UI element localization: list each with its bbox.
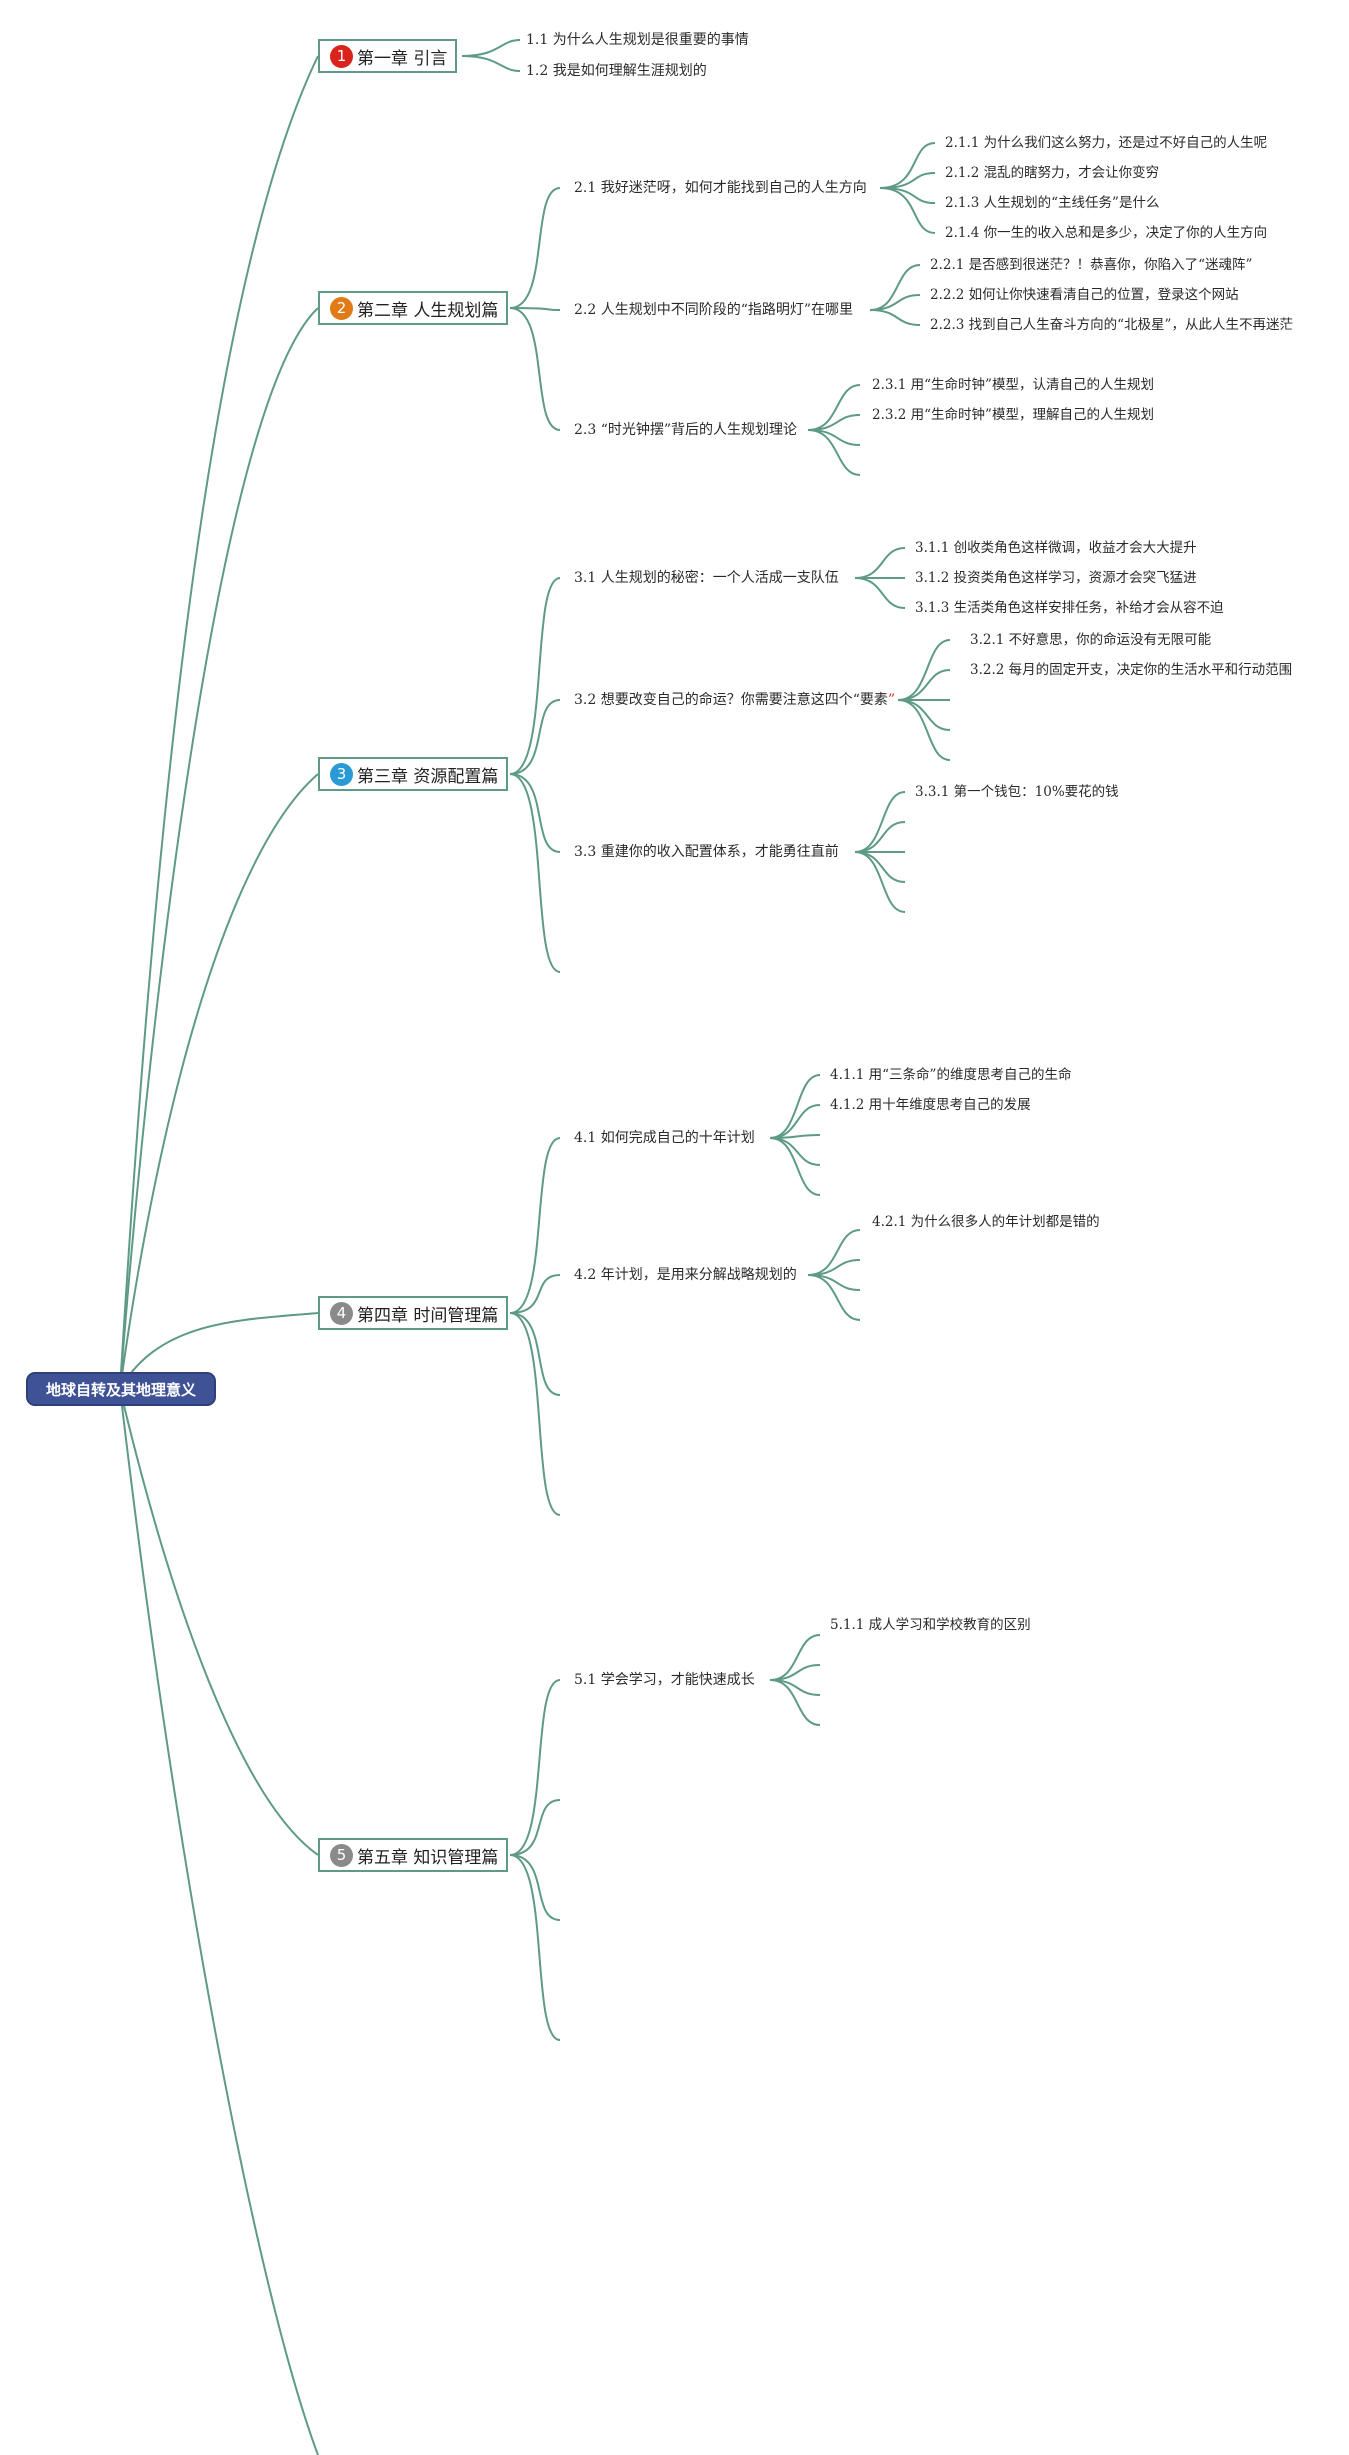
topic-5-1-1[interactable]: 5.1.1 成人学习和学校教育的区别 <box>830 1617 1031 1633</box>
edge-ch3-s2 <box>509 699 561 775</box>
edge-ch3-s3 <box>509 773 561 853</box>
chapter-node-1[interactable]: 1 第一章 引言 <box>318 39 458 73</box>
edge-ch4-s4 <box>509 1312 561 1516</box>
topic-3-3-1[interactable]: 3.3.1 第一个钱包：10%要花的钱 <box>915 784 1119 800</box>
topic-3-1-2[interactable]: 3.1.2 投资类角色这样学习，资源才会突飞猛进 <box>915 570 1197 586</box>
chapter-node-2[interactable]: 2 第二章 人生规划篇 <box>318 291 509 325</box>
chapter-node-5[interactable]: 5 第五章 知识管理篇 <box>318 1838 509 1872</box>
chapter-number-2: 2 <box>330 296 353 320</box>
edge-ch4-s1 <box>509 1137 561 1314</box>
topic-4-2[interactable]: 4.2 年计划，是用来分解战略规划的 <box>574 1267 797 1283</box>
chapter-number-5: 5 <box>330 1843 353 1867</box>
chapter-title-3: 第三章 资源配置篇 <box>357 766 499 787</box>
edge-ch2-s3 <box>509 307 561 431</box>
edge-ch5-s2 <box>509 1799 561 1856</box>
topic-2-3-2[interactable]: 2.3.2 用“生命时钟”模型，理解自己的人生规划 <box>872 407 1154 423</box>
topic-2-3-1[interactable]: 2.3.1 用“生命时钟”模型，认清自己的人生规划 <box>872 377 1154 393</box>
topic-3-1-1[interactable]: 3.1.1 创收类角色这样微调，收益才会大大提升 <box>915 540 1197 556</box>
edge-ch4-s3 <box>509 1312 561 1396</box>
topic-3-3[interactable]: 3.3 重建你的收入配置体系，才能勇往直前 <box>574 844 839 860</box>
topic-1-1[interactable]: 1.1 为什么人生规划是很重要的事情 <box>526 32 749 48</box>
chapter-number-4: 4 <box>330 1301 353 1325</box>
chapter-number-3: 3 <box>330 762 353 786</box>
edge-ch5-s3 <box>509 1854 561 1921</box>
topic-2-2-3[interactable]: 2.2.3 找到自己人生奋斗方向的“北极星”，从此人生不再迷茫 <box>930 317 1293 333</box>
root-node[interactable]: 地球自转及其地理意义 <box>26 1372 216 1406</box>
edge-ch5-s1 <box>509 1679 561 1856</box>
topic-5-1[interactable]: 5.1 学会学习，才能快速成长 <box>574 1672 755 1688</box>
edge-ch5-s4 <box>509 1854 561 2041</box>
topic-2-2[interactable]: 2.2 人生规划中不同阶段的“指路明灯”在哪里 <box>574 302 854 318</box>
topic-3-2-text: 3.2 想要改变自己的命运？你需要注意这四个“要素 <box>574 692 888 708</box>
edge-root-ch4 <box>119 1312 319 1390</box>
edge-root-ch5 <box>119 1388 319 1856</box>
topic-4-2-1[interactable]: 4.2.1 为什么很多人的年计划都是错的 <box>872 1214 1100 1230</box>
topic-3-2-2[interactable]: 3.2.2 每月的固定开支，决定你的生活水平和行动范围 <box>970 662 1293 678</box>
edge-ch1-s1 <box>461 39 521 57</box>
edge-ch3-s1 <box>509 577 561 775</box>
topic-2-1-3[interactable]: 2.1.3 人生规划的“主线任务”是什么 <box>945 195 1160 211</box>
edge-root-tail <box>119 1388 319 2455</box>
chapter-title-1: 第一章 引言 <box>357 48 448 69</box>
topic-2-1-1[interactable]: 2.1.1 为什么我们这么努力，还是过不好自己的人生呢 <box>945 135 1268 151</box>
topic-4-1-1[interactable]: 4.1.1 用“三条命”的维度思考自己的生命 <box>830 1067 1072 1083</box>
chapter-title-5: 第五章 知识管理篇 <box>357 1847 499 1868</box>
root-title: 地球自转及其地理意义 <box>45 1380 196 1399</box>
edge-ch3-s4 <box>509 773 561 973</box>
topic-1-2[interactable]: 1.2 我是如何理解生涯规划的 <box>526 63 707 79</box>
topic-2-2-1[interactable]: 2.2.1 是否感到很迷茫？！恭喜你，你陷入了“迷魂阵” <box>930 257 1253 273</box>
topic-2-1-4[interactable]: 2.1.4 你一生的收入总和是多少，决定了你的人生方向 <box>945 225 1268 241</box>
topic-3-1[interactable]: 3.1 人生规划的秘密：一个人活成一支队伍 <box>574 570 839 586</box>
topic-3-2-quote: ” <box>887 692 896 708</box>
topic-4-1[interactable]: 4.1 如何完成自己的十年计划 <box>574 1130 755 1146</box>
chapter-number-1: 1 <box>330 44 353 68</box>
edge-root-ch1 <box>119 55 319 1390</box>
topic-2-1[interactable]: 2.1 我好迷茫呀，如何才能找到自己的人生方向 <box>574 180 867 196</box>
chapter-node-3[interactable]: 3 第三章 资源配置篇 <box>318 757 509 791</box>
topic-2-1-2[interactable]: 2.1.2 混乱的瞎努力，才会让你变穷 <box>945 165 1160 181</box>
edge-ch2-s1 <box>509 187 561 309</box>
edge-root-ch3 <box>119 773 319 1390</box>
topic-2-3[interactable]: 2.3 “时光钟摆”背后的人生规划理论 <box>574 422 798 438</box>
topic-3-2-1[interactable]: 3.2.1 不好意思，你的命运没有无限可能 <box>970 632 1212 648</box>
topic-4-1-2[interactable]: 4.1.2 用十年维度思考自己的发展 <box>830 1097 1031 1113</box>
chapter-title-2: 第二章 人生规划篇 <box>357 300 499 321</box>
topic-3-1-3[interactable]: 3.1.3 生活类角色这样安排任务，补给才会从容不迫 <box>915 600 1224 616</box>
edge-ch4-s2 <box>509 1274 561 1314</box>
edge-ch1-s2 <box>461 55 521 72</box>
topic-3-2[interactable]: 3.2 想要改变自己的命运？你需要注意这四个“要素” <box>574 691 895 709</box>
edge-ch2-s2 <box>509 307 561 311</box>
chapter-title-4: 第四章 时间管理篇 <box>357 1305 499 1326</box>
topic-2-2-2[interactable]: 2.2.2 如何让你快速看清自己的位置，登录这个网站 <box>930 287 1239 303</box>
chapter-node-4[interactable]: 4 第四章 时间管理篇 <box>318 1296 509 1330</box>
edge-root-ch2 <box>119 307 319 1390</box>
